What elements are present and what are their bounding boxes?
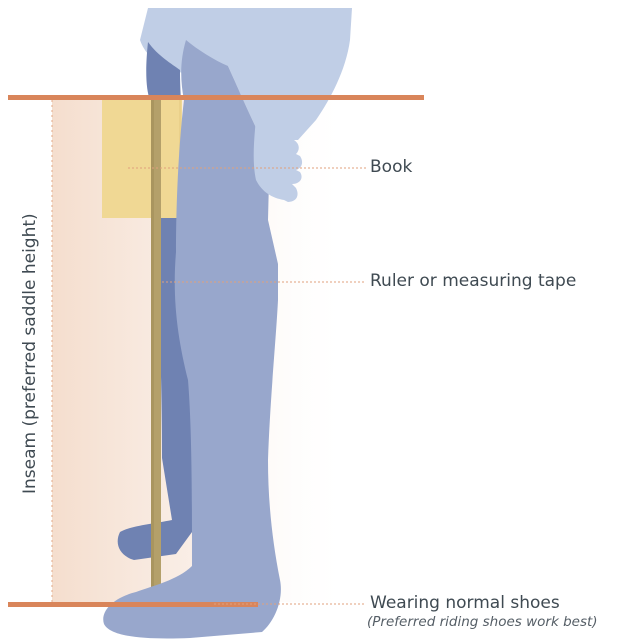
floor-line: [8, 602, 258, 607]
top-reference-line: [8, 95, 424, 100]
ruler-label: Ruler or measuring tape: [370, 271, 576, 291]
inseam-label: Inseam (preferred saddle height): [20, 213, 40, 494]
shoes-label: Wearing normal shoes: [370, 593, 560, 613]
shoes-note-label: (Preferred riding shoes work best): [367, 614, 598, 630]
book-shape: [102, 100, 182, 218]
book-label: Book: [370, 157, 412, 177]
